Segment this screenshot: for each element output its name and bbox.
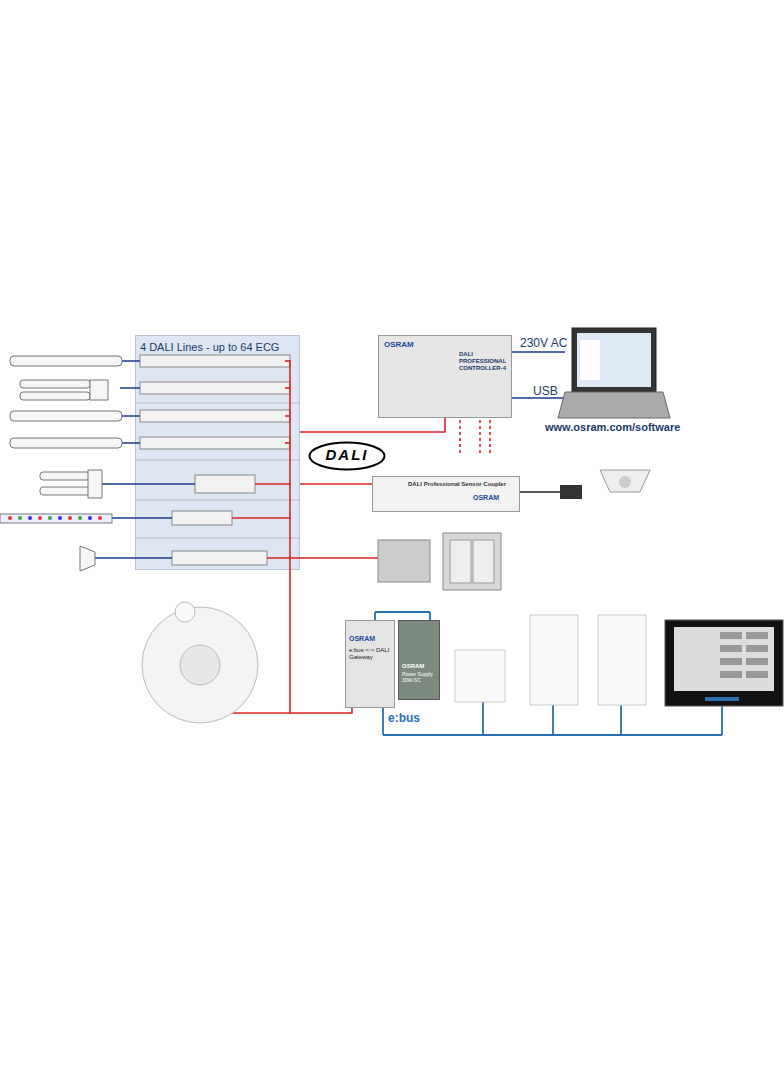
dali-wire (300, 418, 445, 432)
ecg-panel: 4 DALI Lines - up to 64 ECG each (135, 335, 300, 570)
dali-logo: DALI (308, 441, 386, 471)
wire-line (300, 483, 372, 485)
annotation-label: USB (533, 384, 558, 398)
node-text: e:bus <-> DALI Gateway (346, 643, 394, 661)
node-text: OSRAM (399, 621, 439, 670)
dali-wire (290, 570, 352, 713)
wire-line (300, 418, 445, 432)
dali-wire (300, 484, 372, 485)
controller-box: OSRAMDALI PROFESSIONAL CONTROLLER-4 (378, 335, 512, 418)
node-text: Power Supply 30W-SC (399, 670, 439, 684)
node-text: 4 DALI Lines - up to 64 ECG each (136, 336, 299, 366)
power-supply: OSRAMPower Supply 30W-SC (398, 620, 440, 700)
sensor-coupler: DALI Professional Sensor CouplerOSRAM (372, 476, 520, 512)
node-text: OSRAM (346, 621, 394, 643)
annotation-label: 230V AC (520, 336, 567, 350)
node-text: DALI (308, 441, 386, 463)
node-text: OSRAM (373, 488, 519, 502)
gateway-box: OSRAMe:bus <-> DALI Gateway (345, 620, 395, 708)
node-text: DALI Professional Sensor Coupler (373, 477, 519, 488)
node-text: OSRAM (379, 336, 511, 349)
node-text: DALI PROFESSIONAL CONTROLLER-4 (379, 349, 511, 372)
annotation-label: e:bus (388, 711, 420, 725)
wire-line (290, 570, 352, 713)
annotation-label: www.osram.com/software (545, 421, 680, 433)
